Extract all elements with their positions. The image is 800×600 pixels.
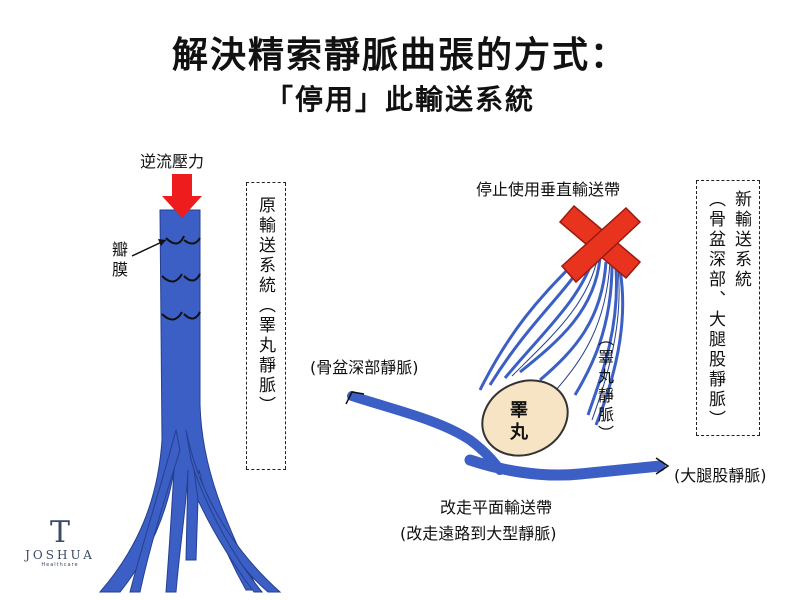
testicular-vein-label: （睪丸靜脈） bbox=[595, 330, 614, 444]
vein-valves bbox=[161, 235, 201, 321]
joshua-logo: T JOSHUA Healthcare bbox=[22, 518, 98, 582]
pressure-arrow bbox=[162, 174, 202, 218]
femoral-arrow bbox=[655, 457, 670, 475]
new-system-label-col1: 新輸送系統 bbox=[731, 190, 751, 290]
title-line-2: 「停用」此輸送系統 bbox=[264, 83, 535, 116]
logo-subtitle: Healthcare bbox=[41, 562, 79, 568]
original-system-label: 原輸送系統（睪丸靜脈） bbox=[255, 196, 275, 416]
pelvic-vein-label: (骨盆深部靜脈) bbox=[310, 358, 419, 377]
testicular-vein-bundle-dark bbox=[511, 255, 620, 421]
horizontal-label-line1: 改走平面輸送帶 bbox=[440, 498, 553, 517]
femoral-vein bbox=[464, 454, 666, 481]
logo-name: JOSHUA bbox=[25, 548, 95, 562]
original-vein-tree bbox=[98, 209, 282, 593]
testis bbox=[481, 379, 569, 457]
pelvic-arrow bbox=[345, 391, 365, 405]
original-system-box bbox=[246, 182, 286, 470]
testicular-vein-bundle bbox=[478, 251, 625, 426]
stop-label: 停止使用垂直輸送帶 bbox=[476, 180, 621, 199]
horizontal-label-line2: (改走遠路到大型靜脈) bbox=[400, 524, 557, 543]
femoral-vein-label: (大腿股靜脈) bbox=[674, 466, 767, 485]
pelvic-vein bbox=[347, 391, 505, 475]
valve-label: 瓣 膜 bbox=[112, 240, 129, 279]
new-system-box bbox=[696, 180, 760, 436]
logo-mark-icon: T bbox=[49, 515, 70, 550]
new-system-label-col2: （骨盆深部、大腿股靜脈） bbox=[705, 190, 725, 430]
stop-cross-icon bbox=[558, 204, 642, 284]
title-line-1: 解決精索靜脈曲張的方式： bbox=[171, 35, 628, 76]
pressure-label: 逆流壓力 bbox=[140, 152, 205, 171]
testis-label: 睪 丸 bbox=[510, 400, 528, 443]
